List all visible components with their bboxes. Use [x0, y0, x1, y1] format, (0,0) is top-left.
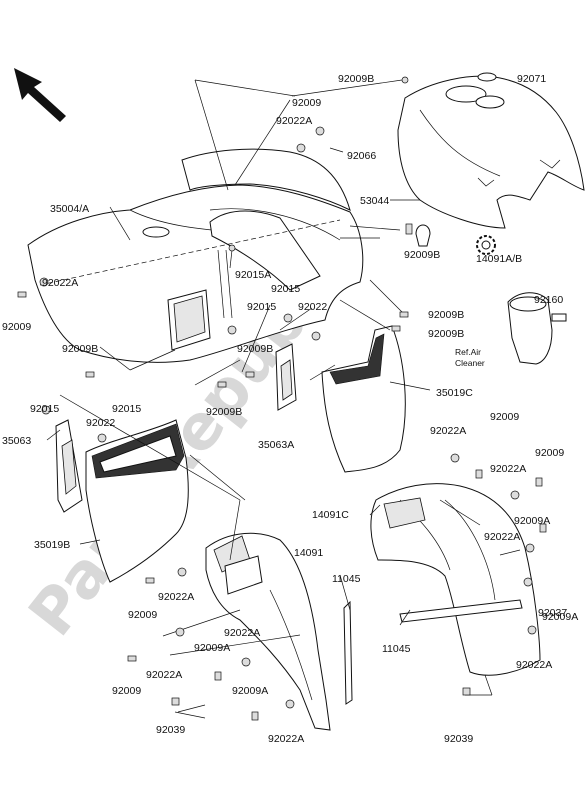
bracket-35063a [275, 343, 297, 411]
part-label-92009-r2: 92009 [535, 447, 564, 459]
part-label-92009A-c2: 92009A [232, 685, 268, 697]
mudflap-14091 [205, 532, 331, 731]
fasteners [17, 76, 547, 721]
part-label-14091: 14091 [294, 547, 323, 559]
part-label-92022A-r3: 92022A [484, 531, 520, 543]
part-label-92039-r: 92039 [444, 733, 473, 745]
part-label-35063: 35063 [2, 435, 31, 447]
part-label-92039-l: 92039 [156, 724, 185, 736]
part-label-92009B-left: 92009B [62, 343, 98, 355]
part-label-92022A-r1: 92022A [430, 425, 466, 437]
part-label-92022A-c: 92022A [158, 591, 194, 603]
part-label-92009B-top: 92009B [338, 73, 374, 85]
part-label-92009B-mid: 92009B [404, 249, 440, 261]
part-label-53044: 53044 [360, 195, 389, 207]
part-label-92009B-c1: 92009B [237, 343, 273, 355]
part-label-92009-r: 92009 [490, 411, 519, 423]
part-label-92009-top: 92009 [292, 97, 321, 109]
part-label-35063A: 35063A [258, 439, 294, 451]
stay-11045-b [399, 599, 523, 623]
part-label-35019B: 35019B [34, 539, 70, 551]
part-label-92009A-r2: 92009A [542, 611, 578, 623]
part-label-92022A-r2: 92022A [490, 463, 526, 475]
part-label-92015-c: 92015 [30, 403, 59, 415]
part-label-92022A-top: 92022A [276, 115, 312, 127]
bracket-35063 [55, 419, 83, 513]
part-label-92009B-r1: 92009B [428, 309, 464, 321]
part-label-92015-d: 92015 [112, 403, 141, 415]
part-label-92022A-left: 92022A [42, 277, 78, 289]
part-label-92022A-r4: 92022A [516, 659, 552, 671]
part-label-92022-b: 92022 [86, 417, 115, 429]
part-label-92160: 92160 [534, 294, 563, 306]
bracket-35019c [321, 325, 406, 473]
direction-arrow-icon [14, 68, 66, 122]
ref-note-line2: Cleaner [455, 358, 485, 368]
part-label-92022A-l2: 92022A [146, 669, 182, 681]
intake-duct [507, 292, 567, 365]
ref-note-line1: Ref.Air [455, 347, 481, 357]
clip-53044 [415, 224, 431, 247]
part-label-92009A-r: 92009A [514, 515, 550, 527]
part-label-35004A: 35004/A [50, 203, 89, 215]
part-label-92009B-c2: 92009B [206, 406, 242, 418]
part-label-92009-c: 92009 [128, 609, 157, 621]
fender-35019b [85, 419, 189, 583]
part-label-92009-left: 92009 [2, 321, 31, 333]
part-label-11045-b: 11045 [382, 643, 411, 655]
part-label-14091AB: 14091A/B [476, 253, 522, 265]
part-label-14091C: 14091C [312, 509, 349, 521]
part-label-92037: 92037 [538, 607, 567, 619]
part-label-11045-a: 11045 [332, 573, 361, 585]
part-label-92015A: 92015A [235, 269, 271, 281]
part-label-92066: 92066 [347, 150, 376, 162]
part-label-35019C: 35019C [436, 387, 473, 399]
part-label-92015-a: 92015 [271, 283, 300, 295]
part-label-92071: 92071 [517, 73, 546, 85]
part-label-92009B-r2: 92009B [428, 328, 464, 340]
part-label-92022A-c2: 92022A [224, 627, 260, 639]
gear-icon [476, 235, 496, 255]
part-label-92022-a: 92022 [298, 301, 327, 313]
part-label-92022A-c3: 92022A [268, 733, 304, 745]
tank-cover [397, 72, 585, 229]
leader-lines [39, 79, 521, 719]
part-label-92015-b: 92015 [247, 301, 276, 313]
part-label-92009-l2: 92009 [112, 685, 141, 697]
part-label-92009A-c: 92009A [194, 642, 230, 654]
mudflap-14091c [370, 483, 541, 676]
stay-11045-a [343, 600, 353, 705]
